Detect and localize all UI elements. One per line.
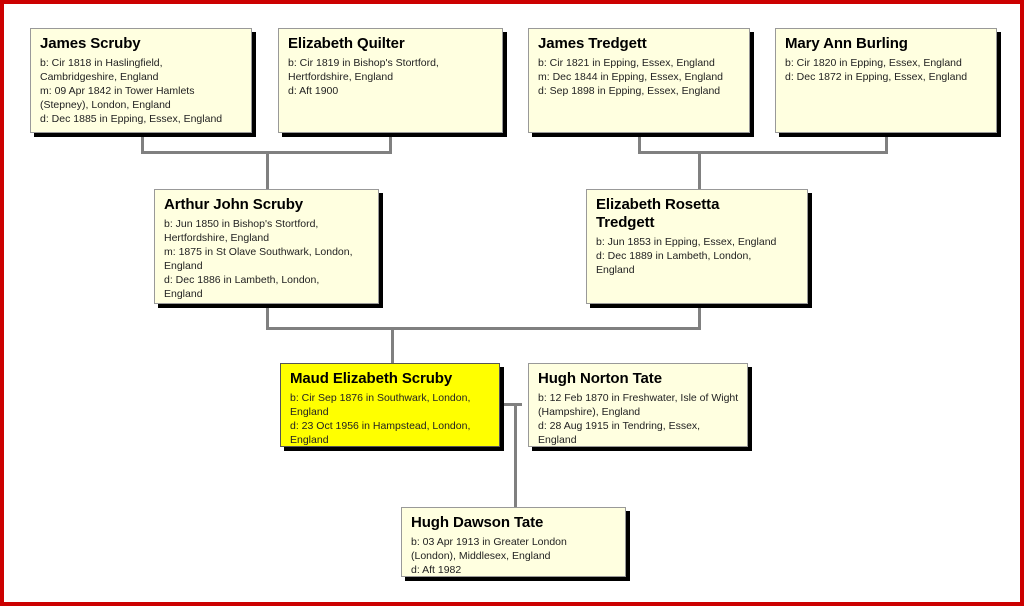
person-fact-death: d: Dec 1889 in Lambeth, London, England <box>596 250 752 276</box>
person-fact-birth: b: Jun 1850 in Bishop's Stortford, Hertf… <box>164 218 319 244</box>
person-fact-marriage: m: 1875 in St Olave Southwark, London, E… <box>164 246 353 272</box>
connector-down-to-maud-elizabeth-scruby <box>391 327 394 363</box>
person-name: Maud Elizabeth Scruby <box>290 370 453 387</box>
person-fact-birth: b: Cir 1819 in Bishop's Stortford, Hertf… <box>288 57 439 83</box>
person-name: Arthur John Scruby <box>164 196 304 213</box>
connector-mary-ann-burling-stub <box>885 132 888 154</box>
connector-down-to-hugh-dawson-tate <box>514 403 517 508</box>
connector-arthur-elizabeth-bar <box>266 327 701 330</box>
person-fact-birth: b: Cir 1820 in Epping, Essex, England <box>785 57 962 69</box>
connector-james-tredgett-stub <box>638 132 641 154</box>
person-box-hugh-norton-tate[interactable]: Hugh Norton Tate b: 12 Feb 1870 in Fresh… <box>528 363 748 447</box>
person-fact-marriage: m: Dec 1844 in Epping, Essex, England <box>538 71 724 83</box>
person-fact-death: d: Dec 1886 in Lambeth, London, England <box>164 274 320 300</box>
person-box-james-tredgett[interactable]: James Tredgett b: Cir 1821 in Epping, Es… <box>528 28 750 133</box>
person-box-elizabeth-quilter[interactable]: Elizabeth Quilter b: Cir 1819 in Bishop'… <box>278 28 503 133</box>
person-fact-birth: b: 03 Apr 1913 in Greater London (London… <box>411 536 567 562</box>
person-fact-death: d: Aft 1900 <box>288 85 339 97</box>
person-fact-birth: b: Jun 1853 in Epping, Essex, England <box>596 236 777 248</box>
person-box-mary-ann-burling[interactable]: Mary Ann Burling b: Cir 1820 in Epping, … <box>775 28 997 133</box>
connector-down-to-arthur-john-scruby <box>266 151 269 189</box>
person-name: James Scruby <box>40 35 141 52</box>
person-fact-death: d: 28 Aug 1915 in Tendring, Essex, Engla… <box>538 420 701 446</box>
person-fact-birth: b: Cir Sep 1876 in Southwark, London, En… <box>290 392 471 418</box>
person-fact-birth: b: Cir 1818 in Haslingfield, Cambridgesh… <box>40 57 163 83</box>
person-name: Hugh Norton Tate <box>538 370 662 387</box>
connector-down-to-elizabeth-rosetta-tredgett <box>698 151 701 189</box>
person-fact-death: d: Dec 1872 in Epping, Essex, England <box>785 71 968 83</box>
person-fact-death: d: 23 Oct 1956 in Hampstead, London, Eng… <box>290 420 471 446</box>
person-fact-death: d: Aft 1982 <box>411 564 462 576</box>
person-fact-birth: b: 12 Feb 1870 in Freshwater, Isle of Wi… <box>538 392 739 418</box>
person-name: Mary Ann Burling <box>785 35 908 52</box>
connector-elizabeth-rosetta-tredgett-stub <box>698 304 701 330</box>
connector-maud-hugh-marriage-bar <box>498 403 522 406</box>
person-fact-birth: b: Cir 1821 in Epping, Essex, England <box>538 57 715 69</box>
person-fact-marriage: m: 09 Apr 1842 in Tower Hamlets (Stepney… <box>40 85 195 111</box>
person-fact-death: d: Sep 1898 in Epping, Essex, England <box>538 85 721 97</box>
person-name: Elizabeth Rosetta Tredgett <box>596 196 720 231</box>
person-fact-death: d: Dec 1885 in Epping, Essex, England <box>40 113 223 125</box>
person-name: James Tredgett <box>538 35 647 52</box>
connector-arthur-john-scruby-stub <box>266 304 269 330</box>
person-box-elizabeth-rosetta-tredgett[interactable]: Elizabeth Rosetta Tredgett b: Jun 1853 i… <box>586 189 808 304</box>
connector-james-scruby-stub <box>141 132 144 154</box>
person-box-arthur-john-scruby[interactable]: Arthur John Scruby b: Jun 1850 in Bishop… <box>154 189 379 304</box>
person-box-james-scruby[interactable]: James Scruby b: Cir 1818 in Haslingfield… <box>30 28 252 133</box>
connector-elizabeth-quilter-stub <box>389 132 392 154</box>
person-name: Elizabeth Quilter <box>288 35 405 52</box>
connector-tredgett-burling-bar <box>638 151 888 154</box>
person-box-hugh-dawson-tate[interactable]: Hugh Dawson Tate b: 03 Apr 1913 in Great… <box>401 507 626 577</box>
person-name: Hugh Dawson Tate <box>411 514 544 531</box>
person-box-maud-elizabeth-scruby[interactable]: Maud Elizabeth Scruby b: Cir Sep 1876 in… <box>280 363 500 447</box>
